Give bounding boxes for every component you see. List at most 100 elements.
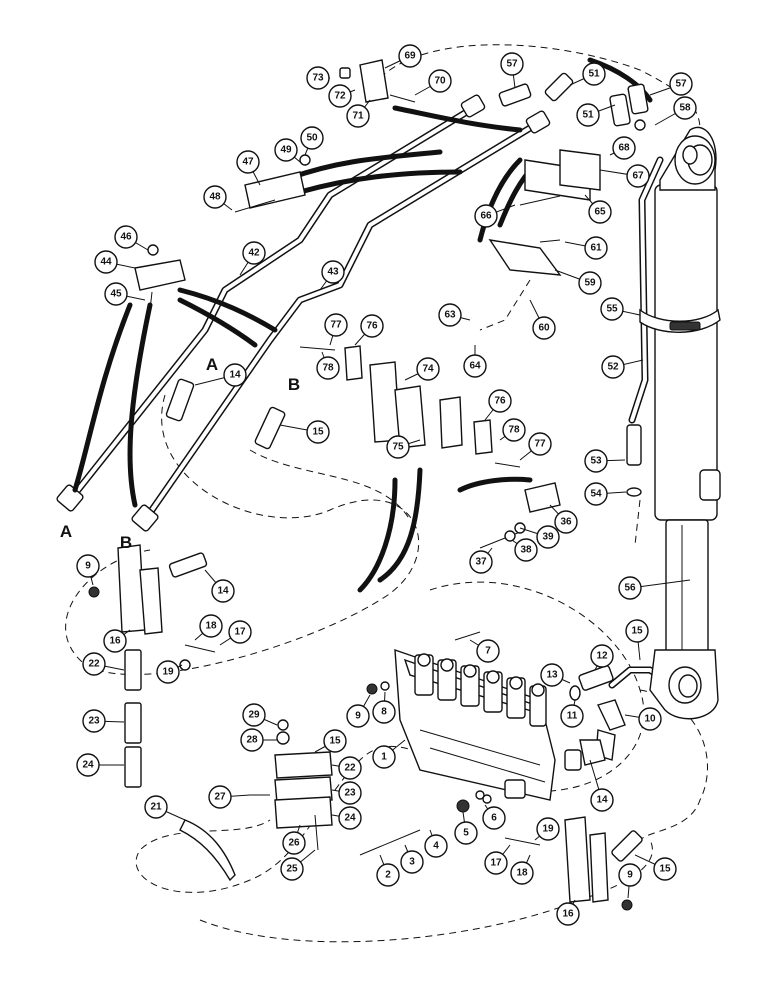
callout-16: 16 — [556, 899, 580, 926]
callout-circle — [280, 857, 304, 881]
callout-48: 48 — [203, 185, 233, 211]
callout-circle — [554, 510, 578, 534]
callout-67: 67 — [599, 164, 650, 188]
callout-49: 49 — [274, 138, 301, 163]
callout-circle — [103, 629, 127, 653]
callout-circle — [114, 225, 138, 249]
callout-label: 65 — [594, 207, 606, 218]
callout-label: 18 — [205, 621, 217, 632]
callout-label: 8 — [381, 707, 387, 718]
callout-circle — [376, 863, 400, 887]
callout-63: 63 — [438, 303, 471, 327]
callout-circle — [653, 857, 677, 881]
callout-circle — [469, 550, 493, 574]
callout-circle — [454, 821, 478, 845]
callout-label: 54 — [590, 489, 602, 500]
callout-label: 50 — [306, 133, 318, 144]
callout-label: 74 — [422, 364, 434, 375]
callout-circle — [242, 703, 266, 727]
callout-label: 49 — [280, 145, 292, 156]
callout-label: 9 — [355, 711, 361, 722]
callout-label: 14 — [596, 795, 608, 806]
callout-72: 72 — [328, 84, 356, 108]
callout-circle — [372, 745, 396, 769]
callout-circle — [669, 72, 693, 96]
callout-58: 58 — [654, 96, 697, 126]
callout-15: 15 — [279, 420, 330, 444]
callout-circle — [588, 200, 612, 224]
callout-circle — [324, 313, 348, 337]
callout-5: 5 — [454, 811, 478, 845]
callout-label: 55 — [606, 304, 618, 315]
callout-label: 15 — [659, 864, 671, 875]
callout-circle — [82, 652, 106, 676]
callout-23: 23 — [82, 709, 125, 733]
callout-label: 77 — [330, 320, 342, 331]
callout-label: 61 — [590, 243, 602, 254]
callout-27: 27 — [208, 785, 251, 809]
callout-label: 14 — [217, 586, 229, 597]
callout-circle — [584, 236, 608, 260]
callout-circle — [236, 150, 260, 174]
callout-label: 73 — [312, 73, 324, 84]
callout-label: 76 — [366, 321, 378, 332]
callout-circle — [590, 644, 614, 668]
callout-57: 57 — [500, 52, 524, 89]
callout-29: 29 — [242, 703, 278, 727]
callout-19: 19 — [534, 817, 560, 841]
callout-label: 63 — [444, 310, 456, 321]
callout-label: 15 — [631, 626, 643, 637]
callout-54: 54 — [584, 482, 627, 506]
callout-label: 6 — [491, 813, 497, 824]
callout-label: 2 — [385, 870, 391, 881]
callout-76: 76 — [354, 314, 384, 346]
callout-44: 44 — [94, 250, 136, 274]
callout-label: 69 — [404, 51, 416, 62]
callout-circle — [306, 66, 330, 90]
callout-label: 37 — [475, 557, 487, 568]
callout-circle — [211, 579, 235, 603]
callout-circle — [282, 831, 306, 855]
view-letter-a-top: A — [206, 355, 218, 374]
callout-circle — [346, 704, 370, 728]
callout-16: 16 — [103, 629, 131, 653]
callout-label: 27 — [214, 792, 226, 803]
callout-circle — [321, 260, 345, 284]
callout-label: 17 — [490, 858, 502, 869]
callout-label: 56 — [624, 583, 636, 594]
callout-circle — [590, 788, 614, 812]
callout-17: 17 — [484, 844, 511, 875]
callout-label: 23 — [344, 788, 356, 799]
callout-circle — [76, 554, 100, 578]
callout-9: 9 — [346, 694, 371, 728]
callout-label: 38 — [520, 545, 532, 556]
callout-circle — [242, 241, 266, 265]
callout-circle — [488, 389, 512, 413]
callout-78: 78 — [499, 418, 526, 442]
callout-circle — [240, 728, 264, 752]
callout-78: 78 — [316, 351, 340, 380]
callout-label: 12 — [596, 651, 608, 662]
callout-label: 1 — [381, 752, 387, 763]
callout-circle — [338, 781, 362, 805]
callout-43: 43 — [319, 260, 345, 291]
callout-label: 23 — [88, 716, 100, 727]
callout-22: 22 — [331, 756, 362, 780]
callout-57: 57 — [649, 72, 693, 96]
callout-68: 68 — [609, 136, 636, 160]
callout-15: 15 — [625, 619, 649, 661]
callout-label: 46 — [120, 232, 132, 243]
callout-label: 15 — [329, 736, 341, 747]
callout-label: 64 — [469, 361, 481, 372]
callout-circle — [528, 432, 552, 456]
callout-75: 75 — [386, 435, 421, 459]
callout-55: 55 — [600, 297, 641, 321]
callout-label: 78 — [508, 425, 520, 436]
hydraulic-cylinder — [639, 126, 721, 720]
callout-label: 66 — [480, 211, 492, 222]
callout-51: 51 — [569, 62, 606, 86]
callout-52: 52 — [601, 355, 644, 379]
callout-label: 9 — [627, 870, 633, 881]
callout-12: 12 — [590, 644, 614, 671]
view-letter-b-bottom: B — [120, 533, 132, 552]
